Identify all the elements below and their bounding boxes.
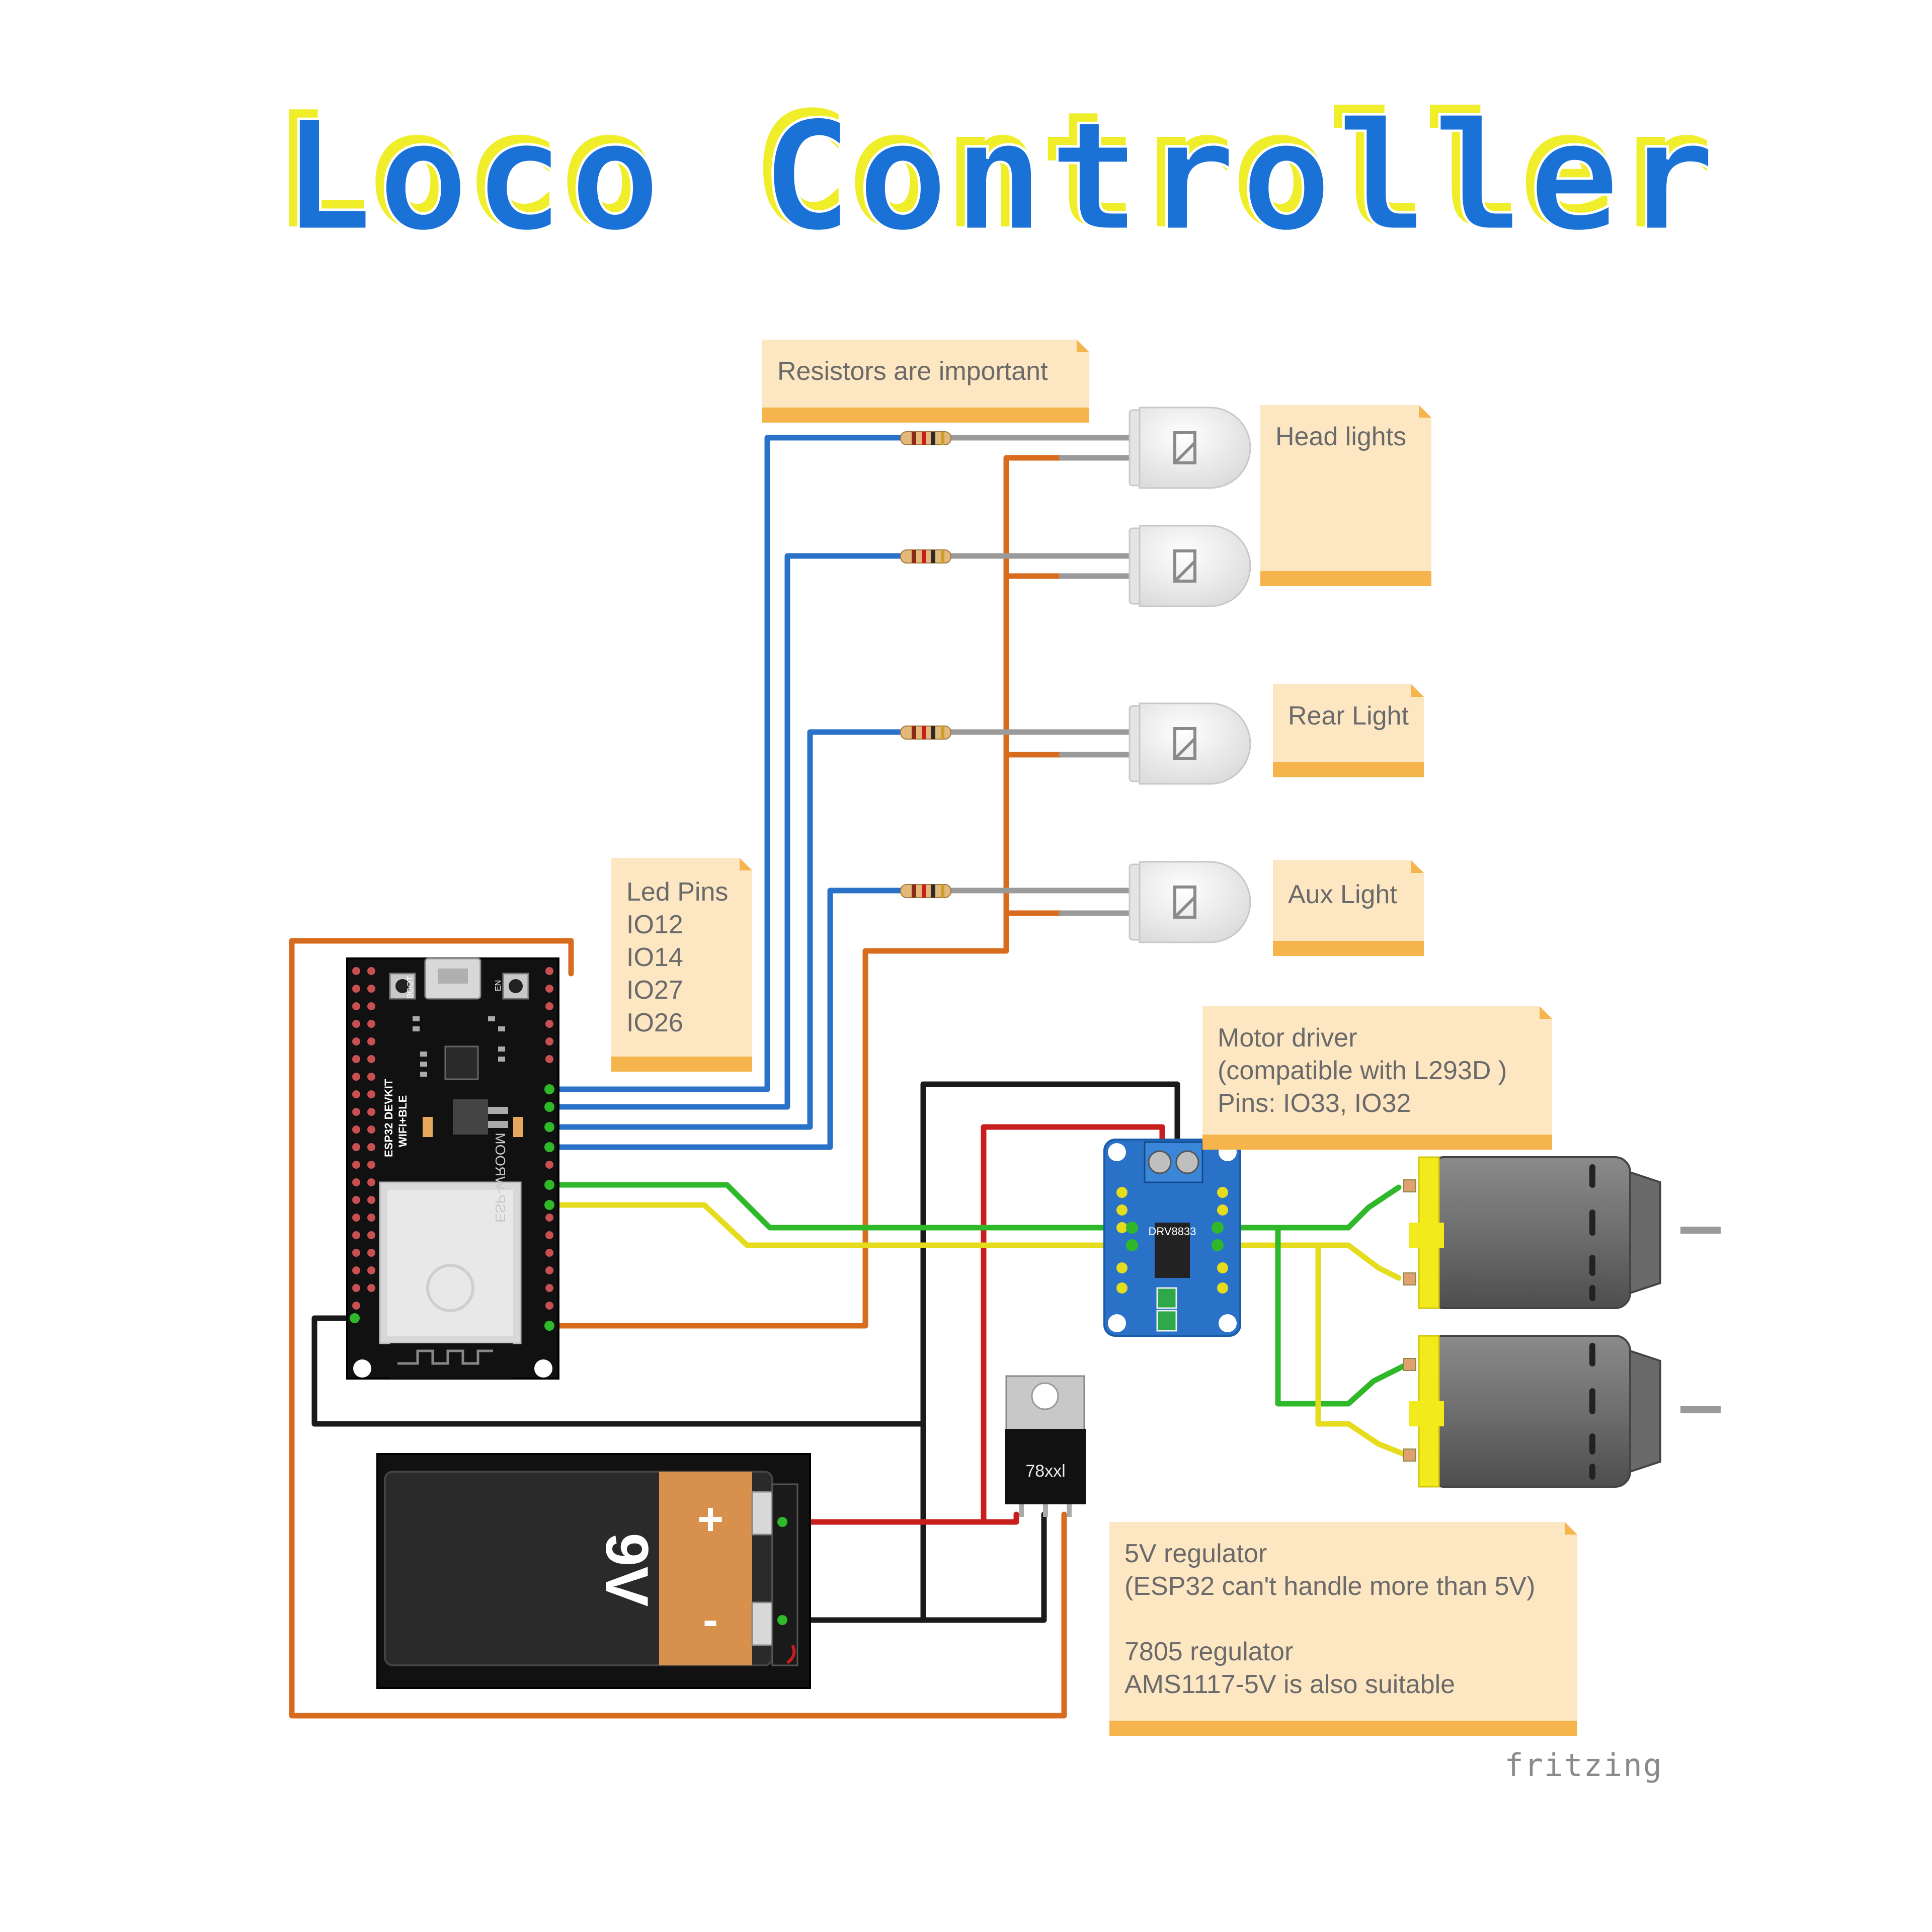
board-pin-row-left bbox=[352, 967, 360, 1310]
blue-wire-io14 bbox=[545, 553, 906, 1110]
mount-hole-left bbox=[353, 1359, 371, 1378]
driver-mount-hole-3 bbox=[1108, 1314, 1126, 1332]
driver-ic bbox=[1155, 1223, 1190, 1278]
antenna-area bbox=[390, 1343, 513, 1379]
note-headlights-line-0: Head lights bbox=[1275, 422, 1406, 451]
orange-wire-5v-loop bbox=[289, 938, 1067, 1719]
red-wire-battery-pos bbox=[779, 1511, 1019, 1525]
resistors bbox=[900, 431, 951, 898]
board-label-1: ESP32 DEVKIT bbox=[382, 1079, 395, 1157]
led-headlight-2 bbox=[1129, 525, 1251, 607]
green-wire-io33 bbox=[545, 1182, 1135, 1231]
green-wire-motor2 bbox=[1275, 1225, 1407, 1407]
voltage-regulator: 78xxl bbox=[1005, 1375, 1086, 1517]
note-motordriver-line-1: (compatible with L293D ) bbox=[1218, 1056, 1507, 1085]
note-regulator-line-3: 7805 regulator bbox=[1124, 1637, 1293, 1666]
green-wire-motor1 bbox=[1215, 1184, 1402, 1231]
battery-minus: - bbox=[703, 1595, 718, 1645]
note-ledpins-line-3: IO27 bbox=[626, 976, 683, 1005]
board-pin-row-right bbox=[545, 967, 553, 1310]
resistor-3 bbox=[900, 726, 951, 740]
yellow-wire-io32 bbox=[545, 1202, 1135, 1248]
regulator-label: 78xxl bbox=[1025, 1462, 1065, 1481]
note-ledpins-line-2: IO14 bbox=[626, 943, 683, 972]
page-title: Loco Controller bbox=[282, 89, 1720, 265]
title-group: Loco Controller Loco Controller bbox=[272, 79, 1720, 266]
driver-cap-2 bbox=[1156, 1310, 1177, 1332]
note-regulator: 5V regulator (ESP32 can't handle more th… bbox=[1109, 1522, 1577, 1736]
orange-wire-led-common bbox=[545, 455, 1065, 1329]
wires bbox=[289, 435, 1407, 1719]
note-rear: Rear Light bbox=[1273, 684, 1424, 777]
driver-mount-hole-1 bbox=[1108, 1143, 1126, 1161]
note-aux-line-0: Aux Light bbox=[1288, 880, 1397, 909]
blue-wire-io12 bbox=[545, 435, 906, 1092]
yellow-wire-motor2 bbox=[1315, 1242, 1407, 1457]
led-headlight-1 bbox=[1129, 407, 1251, 489]
driver-label: DRV8833 bbox=[1149, 1225, 1196, 1238]
resistor-2 bbox=[900, 549, 951, 564]
led-aux-light bbox=[1129, 861, 1251, 943]
board-pin-row-left-2 bbox=[367, 967, 375, 1292]
note-regulator-line-1: (ESP32 can't handle more than 5V) bbox=[1124, 1572, 1535, 1601]
motor-driver: DRV8833 bbox=[1103, 1139, 1241, 1337]
driver-cap-1 bbox=[1156, 1287, 1177, 1309]
note-headlights: Head lights bbox=[1260, 405, 1431, 586]
note-ledpins: Led Pins IO12 IO14 IO27 IO26 bbox=[611, 858, 752, 1072]
black-wire-driver-ground bbox=[920, 1081, 1180, 1623]
chip bbox=[444, 1045, 479, 1080]
battery-holder: + - 9V bbox=[376, 1453, 811, 1689]
motor-1 bbox=[1403, 1156, 1721, 1309]
board-label-2: WIFI+BLE bbox=[396, 1095, 409, 1147]
leds bbox=[1129, 407, 1251, 943]
battery-label: 9V bbox=[593, 1533, 661, 1607]
mount-hole-right bbox=[534, 1359, 552, 1378]
voltage-regulator-chip bbox=[453, 1099, 488, 1135]
battery-cap bbox=[659, 1472, 752, 1665]
red-wire-vin bbox=[981, 1124, 1165, 1525]
motor-2 bbox=[1403, 1335, 1721, 1488]
fritzing-watermark: fritzing bbox=[1504, 1747, 1663, 1784]
note-resistors: Resistors are important bbox=[762, 340, 1089, 423]
driver-mount-hole-4 bbox=[1219, 1314, 1237, 1332]
boot-label: BOOT bbox=[406, 976, 415, 999]
note-regulator-line-0: 5V regulator bbox=[1124, 1539, 1267, 1568]
notes: Resistors are important Head lights Rear… bbox=[611, 340, 1577, 1736]
yellow-wire-motor1 bbox=[1215, 1242, 1402, 1281]
note-ledpins-line-4: IO26 bbox=[626, 1008, 683, 1037]
title-shadow: Loco Controller bbox=[276, 83, 1714, 259]
resistor-4 bbox=[900, 884, 951, 898]
note-motordriver-line-0: Motor driver bbox=[1218, 1023, 1357, 1053]
module-label: ESP-WROOM bbox=[493, 1133, 508, 1223]
black-wire-battery-neg bbox=[779, 1511, 1047, 1623]
black-wire-ground-board bbox=[311, 1315, 926, 1427]
note-resistors-line-0: Resistors are important bbox=[777, 357, 1048, 386]
note-ledpins-line-1: IO12 bbox=[626, 910, 683, 939]
note-regulator-line-4: AMS1117-5V is also suitable bbox=[1124, 1670, 1455, 1699]
led-rear-light bbox=[1129, 702, 1251, 785]
note-rear-line-0: Rear Light bbox=[1288, 701, 1409, 731]
note-motordriver: Motor driver (compatible with L293D ) Pi… bbox=[1202, 1006, 1552, 1150]
board-pin-row-right-connected bbox=[350, 1084, 554, 1331]
blue-wire-io27 bbox=[545, 729, 906, 1130]
resistor-1 bbox=[900, 431, 951, 445]
note-ledpins-line-0: Led Pins bbox=[626, 877, 728, 907]
note-aux: Aux Light bbox=[1273, 860, 1424, 956]
note-motordriver-line-2: Pins: IO33, IO32 bbox=[1218, 1089, 1411, 1118]
esp32-board: BOOT EN ESP32 DEVKIT WIFI+BLE ESP-WROOM bbox=[346, 957, 559, 1380]
en-label: EN bbox=[494, 980, 503, 991]
battery-plus: + bbox=[697, 1494, 724, 1545]
blue-wire-io26 bbox=[545, 888, 906, 1150]
